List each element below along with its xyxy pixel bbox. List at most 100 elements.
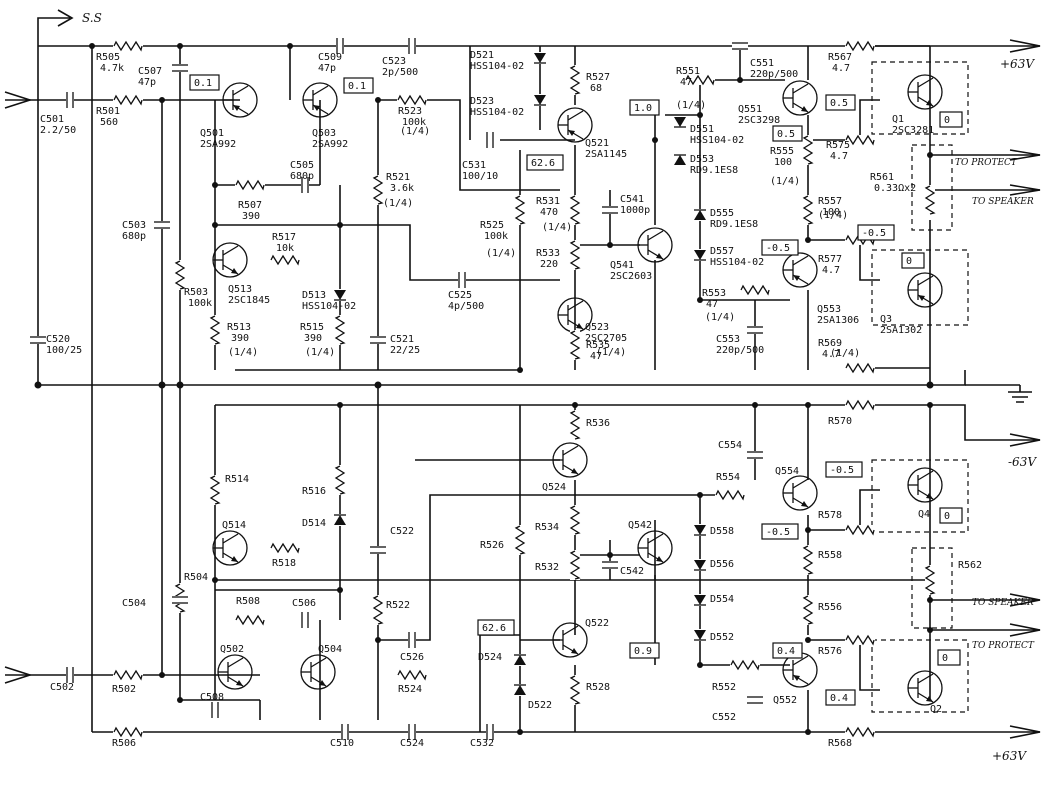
capacitor-c509 <box>336 38 344 54</box>
value-r555: 100 <box>774 157 792 168</box>
voltage-value: 0 <box>944 115 950 126</box>
part-d513: HSS104-02 <box>302 301 356 312</box>
rail-neg-label: -63V <box>1008 455 1037 469</box>
resistor-r552 <box>730 659 760 671</box>
part-d553: RD9.1ES8 <box>690 165 738 176</box>
resistor-r554 <box>715 489 745 501</box>
part-d555: RD9.1ES8 <box>710 219 758 230</box>
resistor-r555 <box>802 135 814 165</box>
voltage-box-v-q501: 0.1 <box>189 74 220 91</box>
capacitor-c520 <box>30 336 46 344</box>
label-d553: D553 <box>690 154 714 165</box>
transistor-symbols <box>212 74 943 706</box>
label-c542: C542 <box>620 566 644 577</box>
capacitor-c502 <box>66 667 74 683</box>
label-q521: Q521 <box>585 138 609 149</box>
label-q514: Q514 <box>222 520 246 531</box>
voltage-value: -0.5 <box>766 527 790 538</box>
value-r561: 0.33Ωx2 <box>874 183 916 194</box>
voltage-box-v-q522: 62.6 <box>477 619 515 636</box>
label-d522: D522 <box>528 700 552 711</box>
label-q542: Q542 <box>628 520 652 531</box>
label-q541: Q541 <box>610 260 634 271</box>
capacitor-c523 <box>408 38 416 54</box>
label-q513: Q513 <box>228 284 252 295</box>
value-r505: 4.7k <box>100 63 124 74</box>
transistor-q3 <box>907 272 943 308</box>
part-q553: 2SA1306 <box>817 315 859 326</box>
voltage-value: 0.5 <box>777 129 795 140</box>
label-r526: R526 <box>480 540 504 551</box>
value-r517: 10k <box>276 243 294 254</box>
value-r527: 68 <box>590 83 602 94</box>
capacitor-c504 <box>172 596 188 604</box>
label-c507: C507 <box>138 66 162 77</box>
voltage-box-v-q1: 0 <box>939 111 963 128</box>
quarter-watt-tag: (1/4) <box>830 348 860 359</box>
label-r551: R551 <box>676 66 700 77</box>
rail-pos-top-label: +63V <box>1000 57 1035 71</box>
transistor-q4 <box>907 467 943 503</box>
voltage-box-v-q2-b: 0.4 <box>825 689 856 706</box>
label-q522: Q522 <box>585 618 609 629</box>
resistor-r557 <box>802 195 814 225</box>
voltage-box-v-d552: 0.9 <box>629 642 660 659</box>
capacitor-c501 <box>66 92 74 108</box>
capacitor-c510 <box>341 724 349 740</box>
resistor-r575 <box>845 134 875 146</box>
part-q501: 2SA992 <box>200 139 236 150</box>
diode-d523 <box>534 94 546 106</box>
resistor-r516 <box>334 465 346 495</box>
part-q551: 2SC3298 <box>738 115 780 126</box>
quarter-watt-tag: (1/4) <box>818 210 848 221</box>
voltage-value: 0 <box>906 256 912 267</box>
resistor-r568 <box>845 726 875 738</box>
label-r524: R524 <box>398 684 422 695</box>
resistor-r506 <box>113 726 143 738</box>
resistor-r534 <box>569 505 581 535</box>
capacitor-c503 <box>154 221 170 229</box>
label-r554: R554 <box>716 472 740 483</box>
diode-d522 <box>514 684 526 696</box>
transistor-q551 <box>782 80 818 116</box>
capacitor-c505 <box>301 177 309 193</box>
label-q2: Q2 <box>930 704 942 715</box>
label-c510: C510 <box>330 738 354 749</box>
diode-d552 <box>694 629 706 641</box>
label-r561: R561 <box>870 172 894 183</box>
diode-d551 <box>674 116 686 128</box>
value-c541: 1000p <box>620 205 650 216</box>
component-labels: Q5012SA992Q5032SA992Q5132SC1845Q5212SA11… <box>40 50 982 749</box>
label-c525: C525 <box>448 290 472 301</box>
voltage-value: 1.0 <box>634 103 652 114</box>
value-c507: 47p <box>138 77 156 88</box>
label-c506: C506 <box>292 598 316 609</box>
part-q503: 2SA992 <box>312 139 348 150</box>
label-q3: Q3 <box>880 314 892 325</box>
value-r503: 100k <box>188 298 212 309</box>
quarter-watt-tag: (1/4) <box>542 222 572 233</box>
voltage-box-v-q3-b: -0.5 <box>857 224 895 241</box>
label-c502: C502 <box>50 682 74 693</box>
transistor-q524 <box>552 442 588 478</box>
label-d513: D513 <box>302 290 326 301</box>
diode-d521 <box>534 52 546 64</box>
part-q541: 2SC2603 <box>610 271 652 282</box>
diode-d556 <box>694 559 706 571</box>
label-d551: D551 <box>690 124 714 135</box>
output-device-boxes <box>871 61 969 713</box>
diode-d553 <box>674 154 686 166</box>
label-r578: R578 <box>818 510 842 521</box>
capacitor-c521 <box>370 336 386 344</box>
capacitor-c554 <box>747 451 763 459</box>
value-c525: 4p/500 <box>448 301 484 312</box>
resistor-r518 <box>270 542 300 554</box>
value-r525: 100k <box>484 231 508 242</box>
resistor-r507 <box>235 179 265 191</box>
to-protect-label-2: TO PROTECT <box>972 641 1035 651</box>
label-r508: R508 <box>236 596 260 607</box>
label-r523: R523 <box>398 106 422 117</box>
resistor-r528 <box>569 675 581 705</box>
voltage-box-v-d551: 1.0 <box>629 99 660 116</box>
